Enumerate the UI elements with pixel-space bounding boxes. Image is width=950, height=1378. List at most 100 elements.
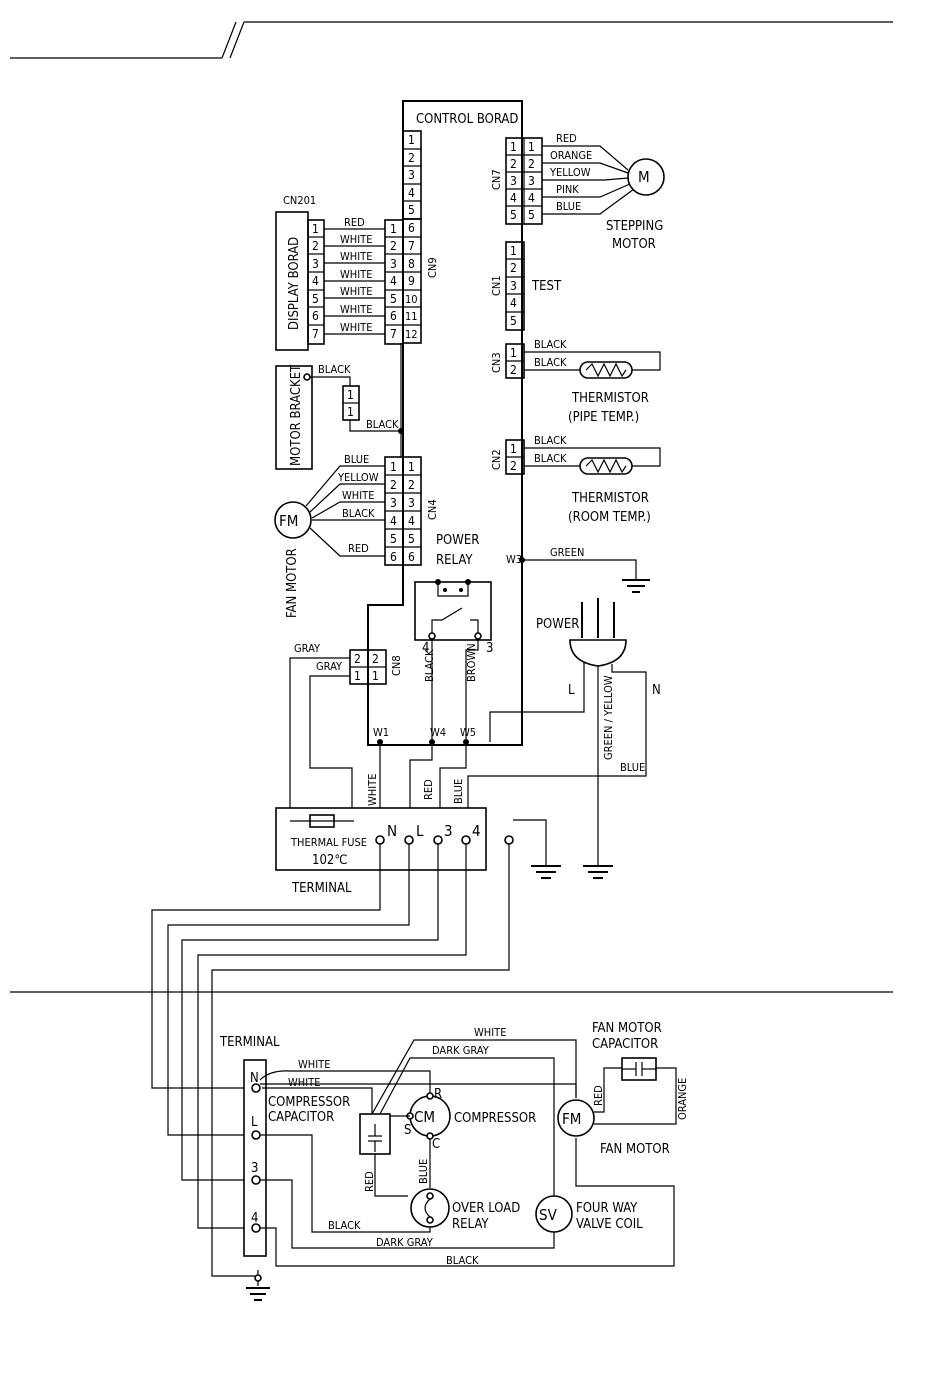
diagram-label: 2	[528, 157, 535, 171]
diagram-label: 2	[510, 157, 517, 171]
diagram-label: L	[251, 1115, 258, 1130]
cn2-thermistor-room: CN2 1 2 BLACK BLACK THERMISTOR (ROOM TEM…	[490, 434, 661, 525]
diagram-label: 7	[408, 239, 415, 253]
diagram-label: BLUE	[417, 1159, 430, 1184]
diagram-label: WHITE	[340, 321, 372, 334]
diagram-label: YELLOW	[337, 471, 379, 484]
diagram-label: 4	[472, 822, 481, 840]
power-plug: POWER L N GREEN / YELLOW BLUE	[467, 598, 661, 879]
diagram-label: BLACK	[318, 363, 351, 376]
diagram-label: S	[404, 1123, 411, 1138]
diagram-label: 2	[312, 239, 319, 253]
diagram-label: 5	[312, 292, 319, 306]
diagram-label: RED	[348, 542, 369, 555]
diagram-label: 1	[510, 140, 517, 154]
power-relay: POWER RELAY 4 3 BLACK BROWN	[414, 533, 493, 740]
diagram-label: THERMISTOR	[571, 491, 649, 506]
diagram-label: GRAY	[294, 642, 321, 655]
diagram-label: BLACK	[534, 434, 567, 447]
diagram-label: W5	[460, 726, 476, 739]
diagram-label: FAN MOTOR	[285, 548, 300, 618]
diagram-label: 6	[408, 550, 415, 564]
diagram-label: RED	[422, 779, 435, 800]
control-board-title: CONTROL BORAD	[416, 112, 518, 127]
diagram-label: 1	[390, 460, 397, 474]
diagram-label: RED	[592, 1085, 605, 1106]
cn9-label: CN9	[426, 257, 439, 278]
diagram-label: 4	[408, 514, 415, 528]
diagram-label: POWER	[436, 533, 479, 548]
diagram-label: COMPRESSOR	[454, 1111, 536, 1126]
diagram-label: RED	[344, 216, 365, 229]
diagram-label: GREEN / YELLOW	[602, 675, 615, 760]
diagram-label: FAN MOTOR	[592, 1021, 662, 1036]
w3-ground: W3 GREEN	[506, 546, 650, 593]
cn201-label: CN201	[283, 194, 316, 207]
diagram-label: 9	[408, 274, 415, 288]
diagram-label: 3	[510, 279, 517, 293]
diagram-label: BLACK	[366, 418, 399, 431]
diagram-label: MOTOR BRACKET	[289, 364, 304, 466]
diagram-label: CN3	[490, 352, 503, 373]
diagram-label: W4	[430, 726, 446, 739]
diagram-label: L	[416, 822, 424, 840]
diagram-label: BLUE	[344, 453, 369, 466]
diagram-label: BLACK	[534, 356, 567, 369]
diagram-label: W3	[506, 553, 522, 566]
diagram-label: 3	[390, 496, 397, 510]
diagram-label: WHITE	[340, 285, 372, 298]
diagram-label: 4	[510, 191, 517, 205]
diagram-label: 1	[408, 460, 415, 474]
diagram-label: 10	[405, 293, 418, 306]
display-board-title: DISPLAY BORAD	[287, 237, 302, 330]
diagram-label: WHITE	[340, 233, 372, 246]
diagram-label: 4	[251, 1211, 258, 1226]
control-board: CONTROL BORAD 1 2 3 4 5 6 7 8 9 10 11 12…	[367, 100, 523, 746]
diagram-label: ORANGE	[550, 149, 592, 162]
diagram-label: 1	[510, 346, 517, 360]
diagram-label: 6	[408, 221, 415, 235]
diagram-label: 2	[408, 151, 415, 165]
diagram-label: 3	[510, 174, 517, 188]
diagram-label: WHITE	[340, 268, 372, 281]
diagram-label: 3	[390, 257, 397, 271]
diagram-label: 2	[390, 239, 397, 253]
diagram-label: 3	[528, 174, 535, 188]
diagram-label: 4	[312, 274, 319, 288]
diagram-label: TERMINAL	[219, 1035, 280, 1050]
diagram-label: COMPRESSOR	[268, 1095, 350, 1110]
diagram-label: R	[434, 1087, 442, 1102]
outdoor-fan-motor-symbol	[557, 1099, 595, 1137]
diagram-label: WHITE	[298, 1058, 330, 1071]
diagram-label: CN8	[390, 655, 403, 676]
diagram-label: BLUE	[620, 761, 645, 774]
diagram-label: 5	[408, 203, 415, 217]
cn3-thermistor-pipe: CN3 1 2 BLACK BLACK THERMISTOR (PIPE TEM…	[490, 338, 661, 425]
diagram-label: RELAY	[436, 553, 473, 568]
diagram-label: 5	[510, 314, 517, 328]
diagram-label: POWER	[536, 617, 579, 632]
diagram-label: CN4	[426, 499, 439, 520]
diagram-label: 2	[408, 478, 415, 492]
diagram-label: 1	[408, 133, 415, 147]
diagram-label: 3	[486, 641, 493, 656]
indoor-terminal: THERMAL FUSE 102℃ N L 3 4 WHITE RED BLUE…	[275, 774, 561, 896]
diagram-label: RED	[556, 132, 577, 145]
diagram-label: N	[387, 822, 397, 840]
diagram-label: (PIPE TEMP.)	[568, 410, 639, 425]
diagram-label: 4	[408, 186, 415, 200]
diagram-label: M	[638, 168, 650, 186]
diagram-label: 6	[312, 309, 319, 323]
interconnect-wires	[151, 844, 510, 1277]
motor-bracket: MOTOR BRACKET 1 1 BLACK BLACK	[275, 343, 404, 470]
diagram-label: FOUR WAY	[576, 1201, 638, 1216]
diagram-label: BLUE	[556, 200, 581, 213]
diagram-label: MOTOR	[612, 237, 656, 252]
diagram-label: 1	[354, 669, 361, 683]
diagram-label: N	[250, 1071, 259, 1086]
diagram-label: (ROOM TEMP.)	[568, 510, 651, 525]
diagram-label: 3	[408, 496, 415, 510]
